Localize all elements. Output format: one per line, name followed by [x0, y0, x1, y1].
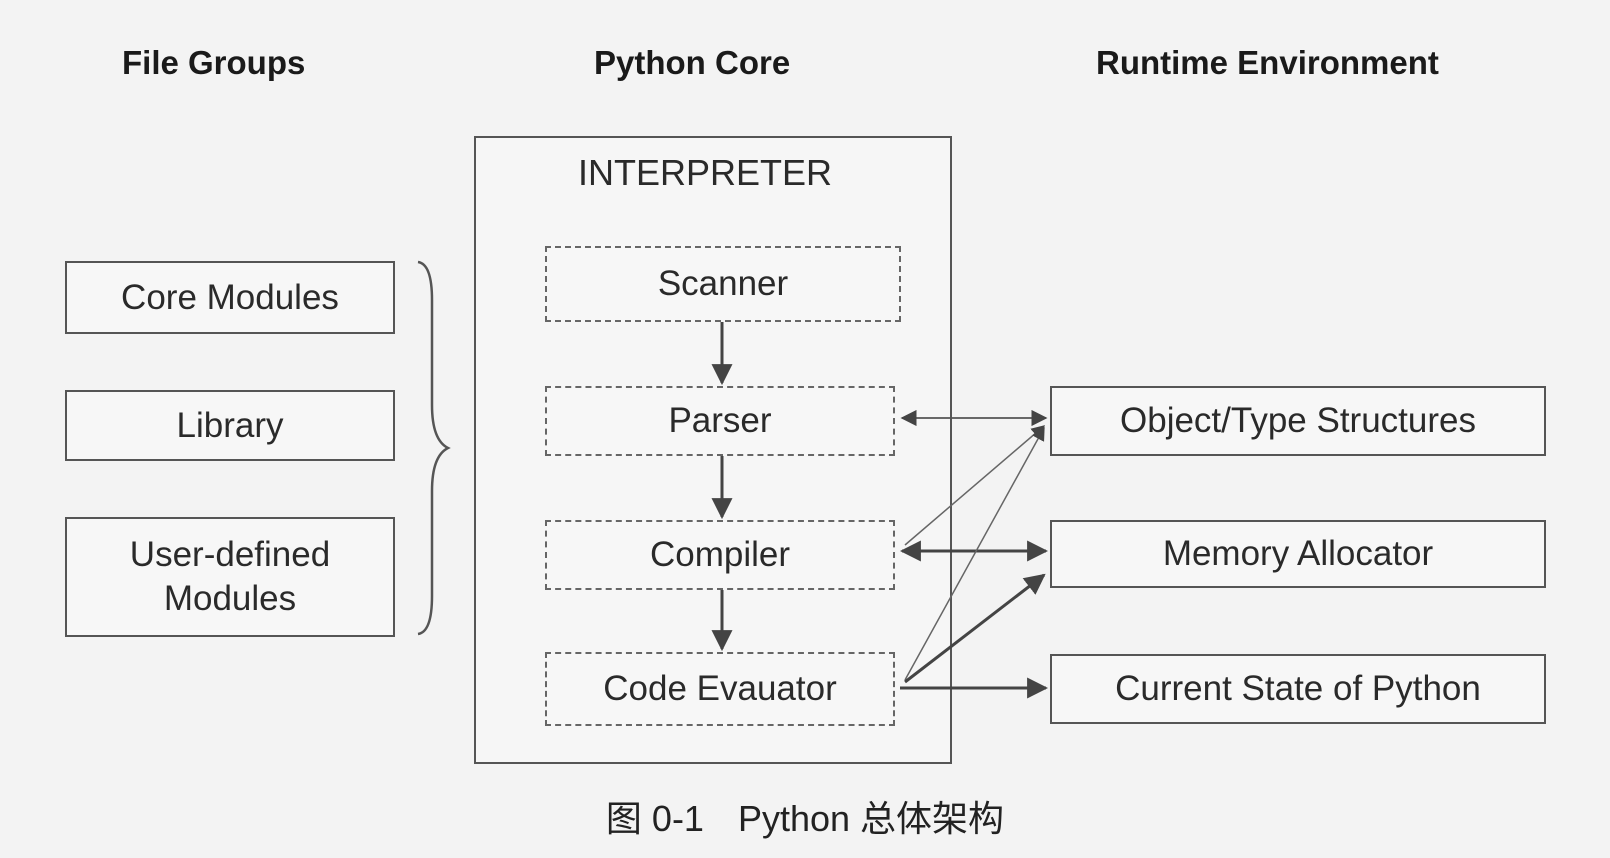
core-modules-box: Core Modules	[65, 261, 395, 334]
user-defined-label-line2: Modules	[163, 579, 297, 618]
scanner-label: Scanner	[657, 264, 789, 303]
parser-box: Parser	[545, 386, 895, 456]
scanner-box: Scanner	[545, 246, 901, 322]
user-defined-modules-box: User-defined Modules	[65, 517, 395, 637]
compiler-box: Compiler	[545, 520, 895, 590]
library-label: Library	[176, 405, 284, 445]
heading-file-groups: File Groups	[122, 44, 306, 81]
code-evaluator-label: Code Evauator	[603, 669, 837, 708]
figure-title: Python 总体架构	[737, 798, 1005, 839]
core-modules-label: Core Modules	[121, 277, 339, 317]
object-type-structures-label: Object/Type Structures	[1120, 401, 1476, 441]
current-state-box: Current State of Python	[1050, 654, 1546, 724]
figure-caption: 图 0-1 Python 总体架构	[0, 790, 1610, 842]
interpreter-label: INTERPRETER	[578, 152, 833, 193]
object-type-structures-box: Object/Type Structures	[1050, 386, 1546, 456]
memory-allocator-box: Memory Allocator	[1050, 520, 1546, 588]
memory-allocator-label: Memory Allocator	[1162, 534, 1434, 574]
user-defined-label-line1: User-defined	[129, 535, 331, 575]
compiler-label: Compiler	[649, 535, 791, 574]
library-box: Library	[65, 390, 395, 461]
file-groups-brace	[417, 260, 451, 636]
figure-number: 图 0-1	[605, 798, 704, 839]
heading-python-core: Python Core	[594, 44, 791, 81]
current-state-label: Current State of Python	[1115, 669, 1481, 709]
heading-runtime-environment: Runtime Environment	[1096, 44, 1439, 81]
code-evaluator-box: Code Evauator	[545, 652, 895, 726]
parser-label: Parser	[668, 401, 772, 440]
